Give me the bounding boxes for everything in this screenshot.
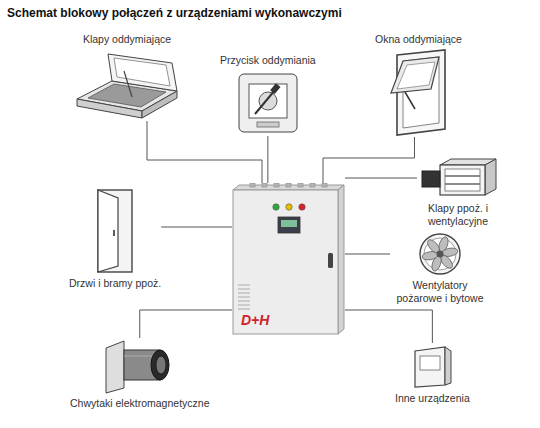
device-node: Klapy oddymiające: [72, 33, 182, 121]
connector-line: [267, 136, 268, 183]
other-device-icon: [409, 343, 455, 389]
device-node: Chwytaki elektromagnetyczne: [70, 338, 209, 410]
device-label: Klapy ppoż. i wentylacyjne: [417, 202, 499, 228]
electromagnet-icon: [104, 338, 176, 394]
device-label: Wentylatory pożarowe i bytowe: [390, 279, 490, 305]
device-label: Przycisk oddymiania: [220, 54, 316, 67]
fire-damper-icon: [418, 157, 498, 199]
device-node: Drzwi i bramy ppoż.: [69, 188, 161, 290]
device-label: Chwytaki elektromagnetyczne: [70, 397, 209, 410]
device-label: Drzwi i bramy ppoż.: [69, 277, 161, 290]
device-node: Wentylatory pożarowe i bytowe: [390, 232, 490, 305]
logo-text: D+H: [241, 312, 269, 328]
connector-line: [345, 310, 432, 343]
device-node: Klapy ppoż. i wentylacyjne: [417, 157, 499, 228]
device-label: Inne urządzenia: [395, 392, 470, 405]
device-node: Inne urządzenia: [395, 343, 470, 405]
control-cabinet: D+H: [232, 183, 345, 335]
device-node: Przycisk oddymiania: [220, 54, 316, 136]
device-label: Klapy oddymiające: [83, 33, 171, 46]
smoke-button-icon: [235, 70, 301, 136]
diagram-title: Schemat blokowy połączeń z urządzeniami …: [7, 6, 342, 20]
connector-line: [345, 254, 390, 255]
connector-line: [345, 178, 417, 179]
connector-line: [323, 137, 414, 183]
fire-door-icon: [92, 188, 138, 274]
smoke-window-icon: [385, 49, 451, 137]
connector-line: [140, 310, 232, 338]
device-label: Okna oddymiające: [375, 33, 462, 46]
device-node: Okna oddymiające: [375, 33, 462, 137]
smoke-hatch-icon: [72, 49, 182, 121]
connector-line: [161, 227, 232, 228]
fan-icon: [417, 232, 463, 276]
